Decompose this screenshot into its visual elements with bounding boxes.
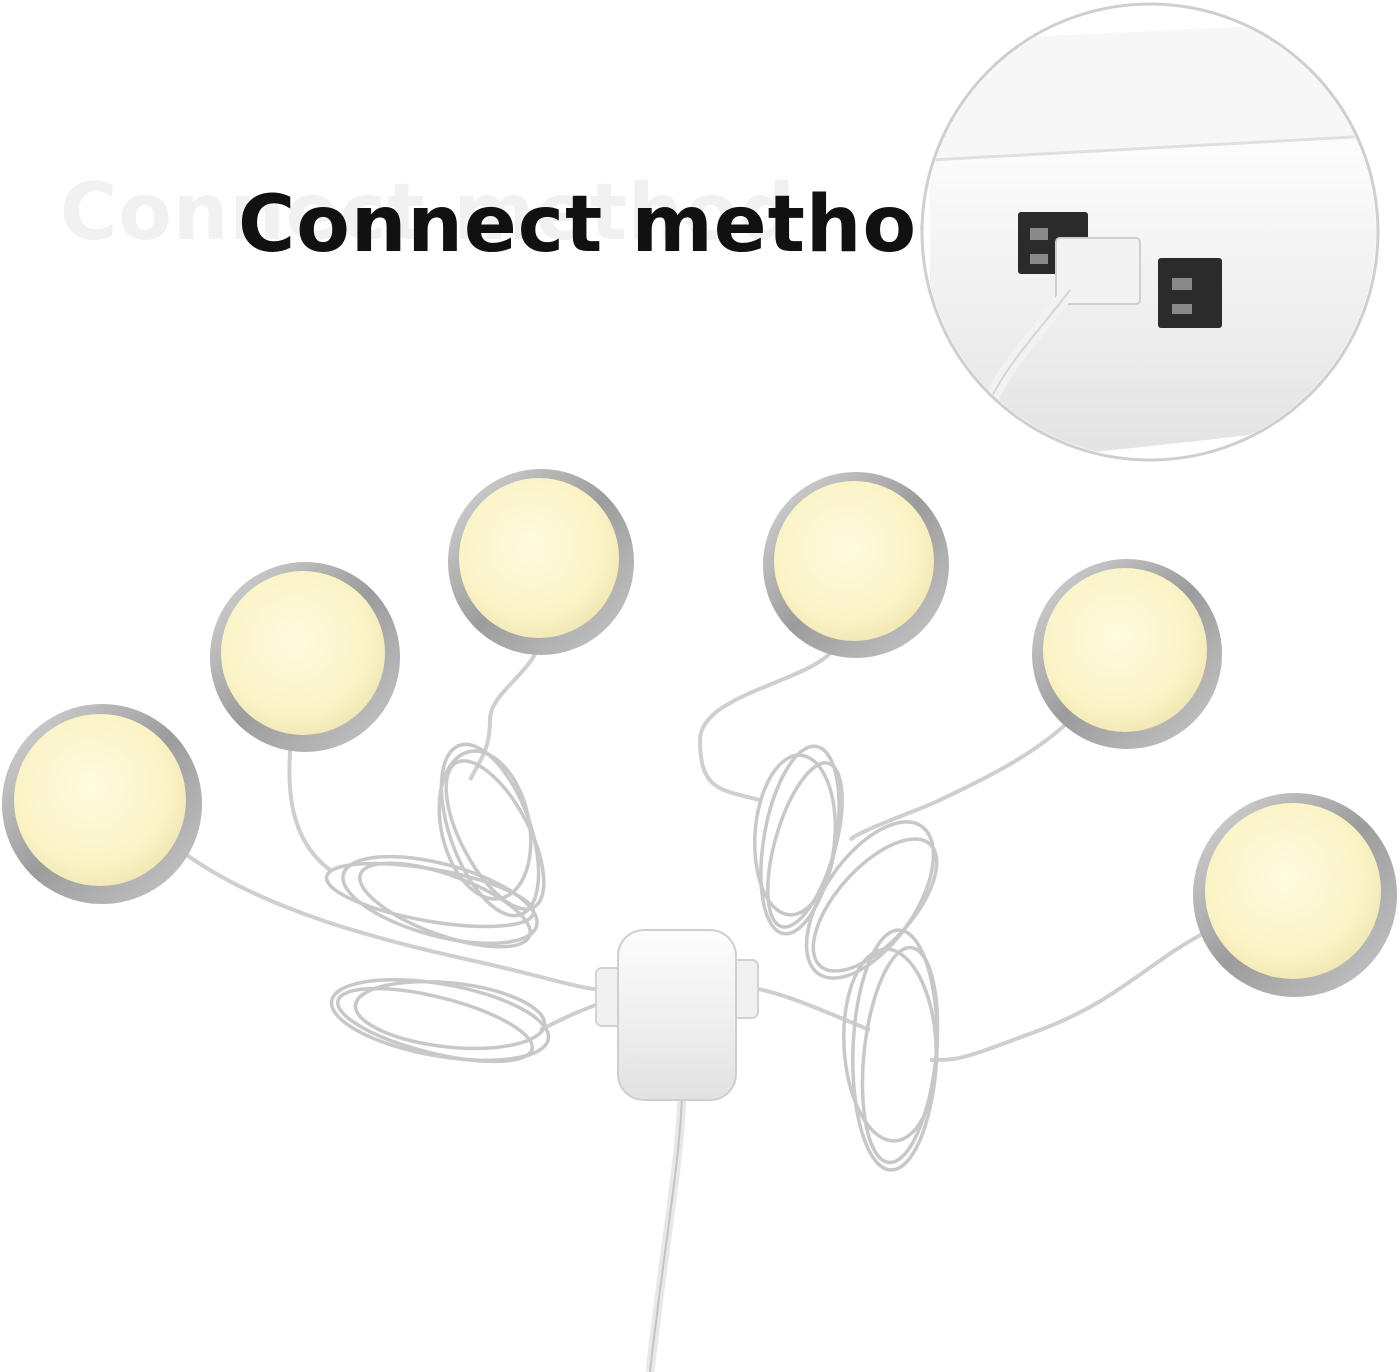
zoom-inset <box>920 2 1380 462</box>
led-light-6 <box>1193 793 1397 997</box>
led-light-5 <box>1032 559 1222 749</box>
led-light-1 <box>2 704 202 904</box>
cable-coils <box>324 742 940 1172</box>
led-light-2 <box>210 562 400 752</box>
led-light-3 <box>448 469 634 655</box>
junction-box <box>595 929 759 1101</box>
page-title: Connect method <box>238 180 974 270</box>
watermark-title: Connect method <box>60 168 796 258</box>
led-light-4 <box>763 472 949 658</box>
